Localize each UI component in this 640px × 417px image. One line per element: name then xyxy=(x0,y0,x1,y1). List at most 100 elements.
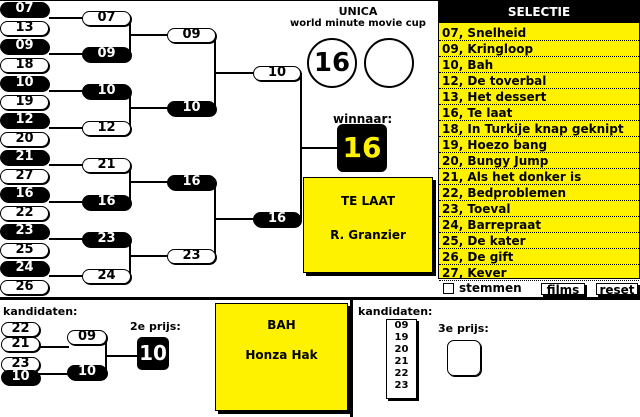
app-title: UNICA xyxy=(338,5,378,18)
round1-entry[interactable]: 24 xyxy=(0,261,49,276)
bracket-line xyxy=(214,35,216,108)
selectie-item[interactable]: 23, Toeval xyxy=(439,201,639,217)
bracket-line xyxy=(49,201,83,203)
round1-entry[interactable]: 09 xyxy=(0,39,49,54)
winner-info-card: TE LAAT R. Granzier xyxy=(303,177,433,273)
selectie-item[interactable]: 24, Barrepraat xyxy=(439,217,639,233)
third-candidate[interactable]: 19 xyxy=(394,332,409,343)
bracket-line xyxy=(49,164,83,166)
round1-entry[interactable]: 21 xyxy=(0,150,49,165)
round2-entry[interactable]: 24 xyxy=(82,269,131,284)
second-semi[interactable]: 10 xyxy=(67,365,107,380)
winner-author: R. Granzier xyxy=(330,228,406,242)
round1-entry[interactable]: 26 xyxy=(0,279,49,295)
bracket-line xyxy=(39,346,69,348)
selectie-item[interactable]: 22, Bedproblemen xyxy=(439,185,639,201)
third-candidate[interactable]: 20 xyxy=(394,344,409,355)
round1-entry[interactable]: 13 xyxy=(0,20,49,36)
winner-title: TE LAAT xyxy=(340,194,396,208)
round1-entry[interactable]: 20 xyxy=(0,131,49,147)
bracket-line xyxy=(129,91,131,128)
second-title: BAH xyxy=(267,318,296,332)
winner-label: winnaar: xyxy=(333,112,393,126)
selectie-item[interactable]: 27, Kever xyxy=(439,265,639,281)
vertical-divider xyxy=(350,300,353,417)
second-candidate[interactable]: 21 xyxy=(1,337,40,352)
selectie-item[interactable]: 13, Het dessert xyxy=(439,89,639,105)
selectie-item[interactable]: 07, Snelheid xyxy=(439,25,639,41)
round4-entry[interactable]: 16 xyxy=(253,212,301,227)
final-circle-1[interactable]: 16 xyxy=(307,38,357,88)
third-candidate[interactable]: 21 xyxy=(394,356,409,367)
second-candidate[interactable]: 22 xyxy=(1,322,40,337)
selectie-item[interactable]: 10, Bah xyxy=(439,57,639,73)
selectie-item[interactable]: 09, Kringloop xyxy=(439,41,639,57)
bracket-line xyxy=(130,34,168,36)
bracket-line xyxy=(130,255,168,257)
third-prize-label: 3e prijs: xyxy=(438,322,489,335)
round2-entry[interactable]: 16 xyxy=(82,195,131,210)
round1-entry[interactable]: 10 xyxy=(0,76,49,91)
round3-entry[interactable]: 16 xyxy=(167,175,216,190)
bracket-line xyxy=(301,147,337,149)
round1-entry[interactable]: 23 xyxy=(0,224,49,239)
round2-entry[interactable]: 23 xyxy=(82,232,131,247)
round1-entry[interactable]: 22 xyxy=(0,205,49,221)
selectie-item[interactable]: 20, Bungy Jump xyxy=(439,153,639,169)
bracket-line xyxy=(129,18,131,54)
round4-entry[interactable]: 10 xyxy=(253,66,301,81)
selectie-item[interactable]: 18, In Turkije knap geknipt xyxy=(439,121,639,137)
bracket-line xyxy=(49,127,83,129)
horizontal-divider xyxy=(0,297,640,300)
top-border xyxy=(0,0,640,1)
final-circle-2[interactable] xyxy=(364,38,414,88)
third-kandidaten-label: kandidaten: xyxy=(358,305,433,318)
round3-entry[interactable]: 23 xyxy=(167,249,216,264)
bracket-line xyxy=(130,107,168,109)
bracket-line xyxy=(39,373,69,375)
round1-entry[interactable]: 12 xyxy=(0,113,49,128)
second-prize-label: 2e prijs: xyxy=(130,320,181,333)
bracket-line xyxy=(106,355,138,357)
third-candidate[interactable]: 22 xyxy=(394,368,409,379)
selectie-item[interactable]: 16, Te laat xyxy=(439,105,639,121)
round2-entry[interactable]: 09 xyxy=(82,47,131,62)
bracket-line xyxy=(49,275,83,277)
reset-button[interactable]: reset xyxy=(596,283,638,296)
round2-entry[interactable]: 21 xyxy=(82,158,131,173)
bracket-line xyxy=(49,17,83,19)
round2-entry[interactable]: 10 xyxy=(82,84,131,99)
round2-entry[interactable]: 07 xyxy=(82,11,131,26)
round1-entry[interactable]: 16 xyxy=(0,187,49,202)
round3-entry[interactable]: 10 xyxy=(167,101,216,116)
bracket-line xyxy=(300,73,302,219)
selectie-item[interactable]: 25, De kater xyxy=(439,233,639,249)
round1-entry[interactable]: 27 xyxy=(0,168,49,184)
round3-entry[interactable]: 09 xyxy=(167,28,216,43)
second-candidate[interactable]: 10 xyxy=(1,370,40,385)
bracket-line xyxy=(49,238,83,240)
third-prize-slot[interactable] xyxy=(447,340,481,376)
app-subtitle: world minute movie cup xyxy=(290,18,426,29)
round2-entry[interactable]: 12 xyxy=(82,121,131,136)
stemmen-label: stemmen xyxy=(459,281,522,295)
round1-entry[interactable]: 18 xyxy=(0,57,49,73)
third-candidate[interactable]: 09 xyxy=(394,320,409,331)
round1-entry[interactable]: 07 xyxy=(0,2,49,17)
round1-entry[interactable]: 25 xyxy=(0,242,49,258)
selectie-header: SELECTIE xyxy=(439,1,639,23)
selectie-item[interactable]: 26, De gift xyxy=(439,249,639,265)
films-button[interactable]: films xyxy=(541,283,585,296)
stemmen-checkbox[interactable] xyxy=(443,283,454,294)
selectie-item[interactable]: 21, Als het donker is xyxy=(439,169,639,185)
round1-entry[interactable]: 19 xyxy=(0,94,49,110)
second-semi[interactable]: 09 xyxy=(67,330,107,345)
selectie-item[interactable]: 19, Hoezo bang xyxy=(439,137,639,153)
bracket-line xyxy=(215,218,254,220)
bracket-line xyxy=(129,239,131,276)
third-candidate[interactable]: 23 xyxy=(394,380,409,391)
selectie-item[interactable]: 12, De toverbal xyxy=(439,73,639,89)
